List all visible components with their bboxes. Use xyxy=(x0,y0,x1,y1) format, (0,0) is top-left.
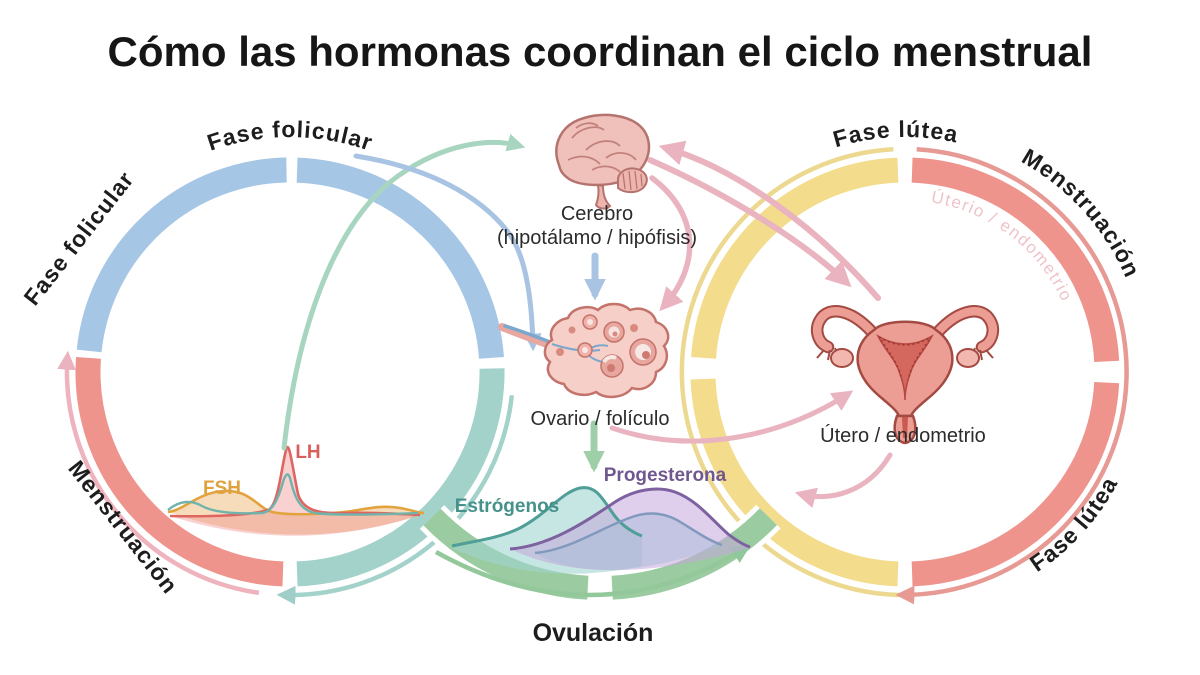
estradiol-curve-left xyxy=(167,473,419,516)
fallopian-tubes xyxy=(811,305,999,361)
arrow-estrogen-to-brain xyxy=(281,133,526,451)
progesterona-label: Progesterona xyxy=(604,465,727,486)
arrow-brain-to-uterus xyxy=(647,157,852,288)
follicle-medium-2-core xyxy=(582,347,588,353)
connector-arrows xyxy=(281,133,893,509)
fase-folicular-left-label: Fase folicular xyxy=(18,166,138,310)
brain-illustration xyxy=(555,113,651,210)
follicle-large-1-egg xyxy=(612,331,618,337)
utero-label: Útero / endometrio xyxy=(820,424,986,447)
page-title: Cómo las hormonas coordinan el ciclo men… xyxy=(108,28,1093,75)
fsh-fill xyxy=(168,490,424,535)
follicle-small-3 xyxy=(630,324,638,332)
center-hormone-chart: Estrógenos Progesterona xyxy=(451,465,751,574)
ovary-vessel xyxy=(503,324,552,344)
ovario-label: Ovario / folículo xyxy=(531,408,670,430)
flow-arrow-right-bottom xyxy=(895,147,1129,605)
arc-fase-folicular xyxy=(76,157,504,359)
arrow-ovary-to-uterus xyxy=(609,390,854,444)
ovary-illustration xyxy=(498,302,670,399)
ovulation-arc xyxy=(419,504,781,605)
endometrium-dots-left xyxy=(880,339,903,381)
follicle-large-3-crescent xyxy=(602,355,617,364)
follicle-medium-1-core xyxy=(587,319,593,325)
cervical-canal xyxy=(902,417,908,438)
brain-cerebellum xyxy=(617,167,648,194)
arrow-pituitary-to-ovary xyxy=(353,153,542,352)
uterus-ovary-right xyxy=(956,348,980,368)
endometrium-dots-top xyxy=(878,336,932,346)
follicle-large-3-egg xyxy=(607,364,615,372)
fsh-curve xyxy=(167,489,425,516)
lh-label: LH xyxy=(295,442,320,463)
arc-menstruacion-right xyxy=(911,157,1120,587)
flow-line-right-yellow xyxy=(679,147,906,598)
follicle-small-2 xyxy=(556,348,564,356)
endometrium-dots-right xyxy=(907,339,930,381)
bluegray-curve xyxy=(534,512,723,555)
arrow-uterus-feedback xyxy=(794,452,893,509)
ovulacion-label: Ovulación xyxy=(533,619,654,647)
ovary-stalk xyxy=(498,323,554,349)
uterus-illustration xyxy=(811,305,999,445)
bluegray-fill xyxy=(535,513,722,570)
arrow-uterus-to-brain xyxy=(658,140,881,301)
fase-lutea-top-label: Fase lútea xyxy=(830,116,961,152)
fase-folicular-top-label: Fase folicular xyxy=(204,116,376,156)
arrow-brain-to-ovary xyxy=(649,175,693,312)
estrogenos-label: Estrógenos xyxy=(455,496,560,517)
follicle-large-2-egg xyxy=(642,351,650,359)
flow-arrow-left-up xyxy=(57,350,260,596)
arc-ovulacion-left xyxy=(423,508,589,600)
fsh-label: FSH xyxy=(203,478,241,499)
brain-cerebellum-striations xyxy=(622,170,643,191)
left-hormone-chart: FSH LH xyxy=(167,442,425,536)
arc-left-bottom-teal xyxy=(296,368,505,587)
brain-stem xyxy=(594,183,612,210)
brain-gyri xyxy=(567,122,637,173)
cerebro-label-line1: Cerebro xyxy=(561,203,633,225)
cerebro-label-line2: (hipotálamo / hipófisis) xyxy=(497,227,697,249)
uterus-ovary-left xyxy=(830,348,854,368)
arc-menstruacion-left xyxy=(75,357,284,587)
arc-ovulacion-right xyxy=(611,508,778,600)
flow-arrow-ovulacion xyxy=(434,545,751,598)
follicle-small-1 xyxy=(568,326,576,334)
progesterone-curve xyxy=(509,487,751,551)
